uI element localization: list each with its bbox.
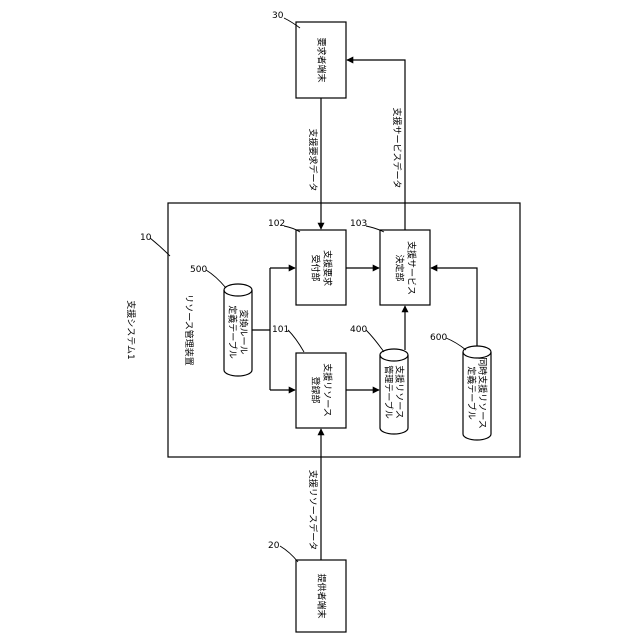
- resource-table-ref-leader: [366, 330, 384, 352]
- registration-unit-ref: 101: [272, 325, 289, 335]
- registration-unit-box: [296, 353, 346, 428]
- simultaneous-table-ref-leader: [446, 338, 466, 350]
- service-decision-unit-line1: 支援サービス: [406, 241, 418, 295]
- registration-unit-line2: 登録部: [310, 376, 322, 403]
- requester-terminal-ref: 30: [272, 11, 284, 21]
- resource-table-line1: 支援リソース: [394, 365, 406, 419]
- requester-terminal-label: 要求者端末: [316, 37, 328, 82]
- conversion-rule-table-ref-leader: [206, 270, 226, 288]
- simultaneous-table-line2: 定義テーブル: [466, 366, 478, 419]
- conversion-rule-table-line1: 変換ルール: [238, 309, 250, 354]
- provider-terminal-ref: 20: [268, 541, 280, 551]
- service-decision-unit-ref: 103: [350, 219, 367, 229]
- resource-table-line2: 管理テーブル: [383, 365, 395, 418]
- registration-unit-line1: 支援リソース: [322, 363, 334, 417]
- system-ref-leader: [150, 238, 170, 256]
- system-ref: 10: [140, 233, 152, 243]
- service-decision-unit-line2: 決定部: [394, 254, 406, 281]
- resource-table-ref: 400: [350, 325, 367, 335]
- request-receiving-unit-line1: 支援要求: [322, 250, 334, 286]
- request-receiving-unit-box: [296, 230, 346, 305]
- request-receiving-unit-ref: 102: [268, 219, 285, 229]
- simultaneous-table-ref: 600: [430, 333, 447, 343]
- service-decision-unit-ref-leader: [366, 226, 384, 232]
- provider-terminal-ref-leader: [280, 546, 298, 562]
- request-data-label: 支援要求データ: [307, 128, 319, 191]
- registration-unit-ref-leader: [288, 330, 304, 352]
- simultaneous-table-line1: 同時支援リソース: [477, 357, 489, 429]
- resource-data-label: 支援リソースデータ: [307, 470, 319, 551]
- service-data-label: 支援サービスデータ: [391, 107, 403, 188]
- conversion-rule-table-ref: 500: [190, 265, 207, 275]
- request-receiving-unit-line2: 受付部: [310, 254, 322, 281]
- manager-label: リソース管理装置: [183, 294, 195, 366]
- provider-terminal-label: 提供者端末: [316, 573, 328, 618]
- system-label: 支援システム1: [125, 300, 137, 359]
- conversion-rule-table-line2: 定義テーブル: [227, 305, 239, 358]
- service-decision-unit-box: [380, 230, 430, 305]
